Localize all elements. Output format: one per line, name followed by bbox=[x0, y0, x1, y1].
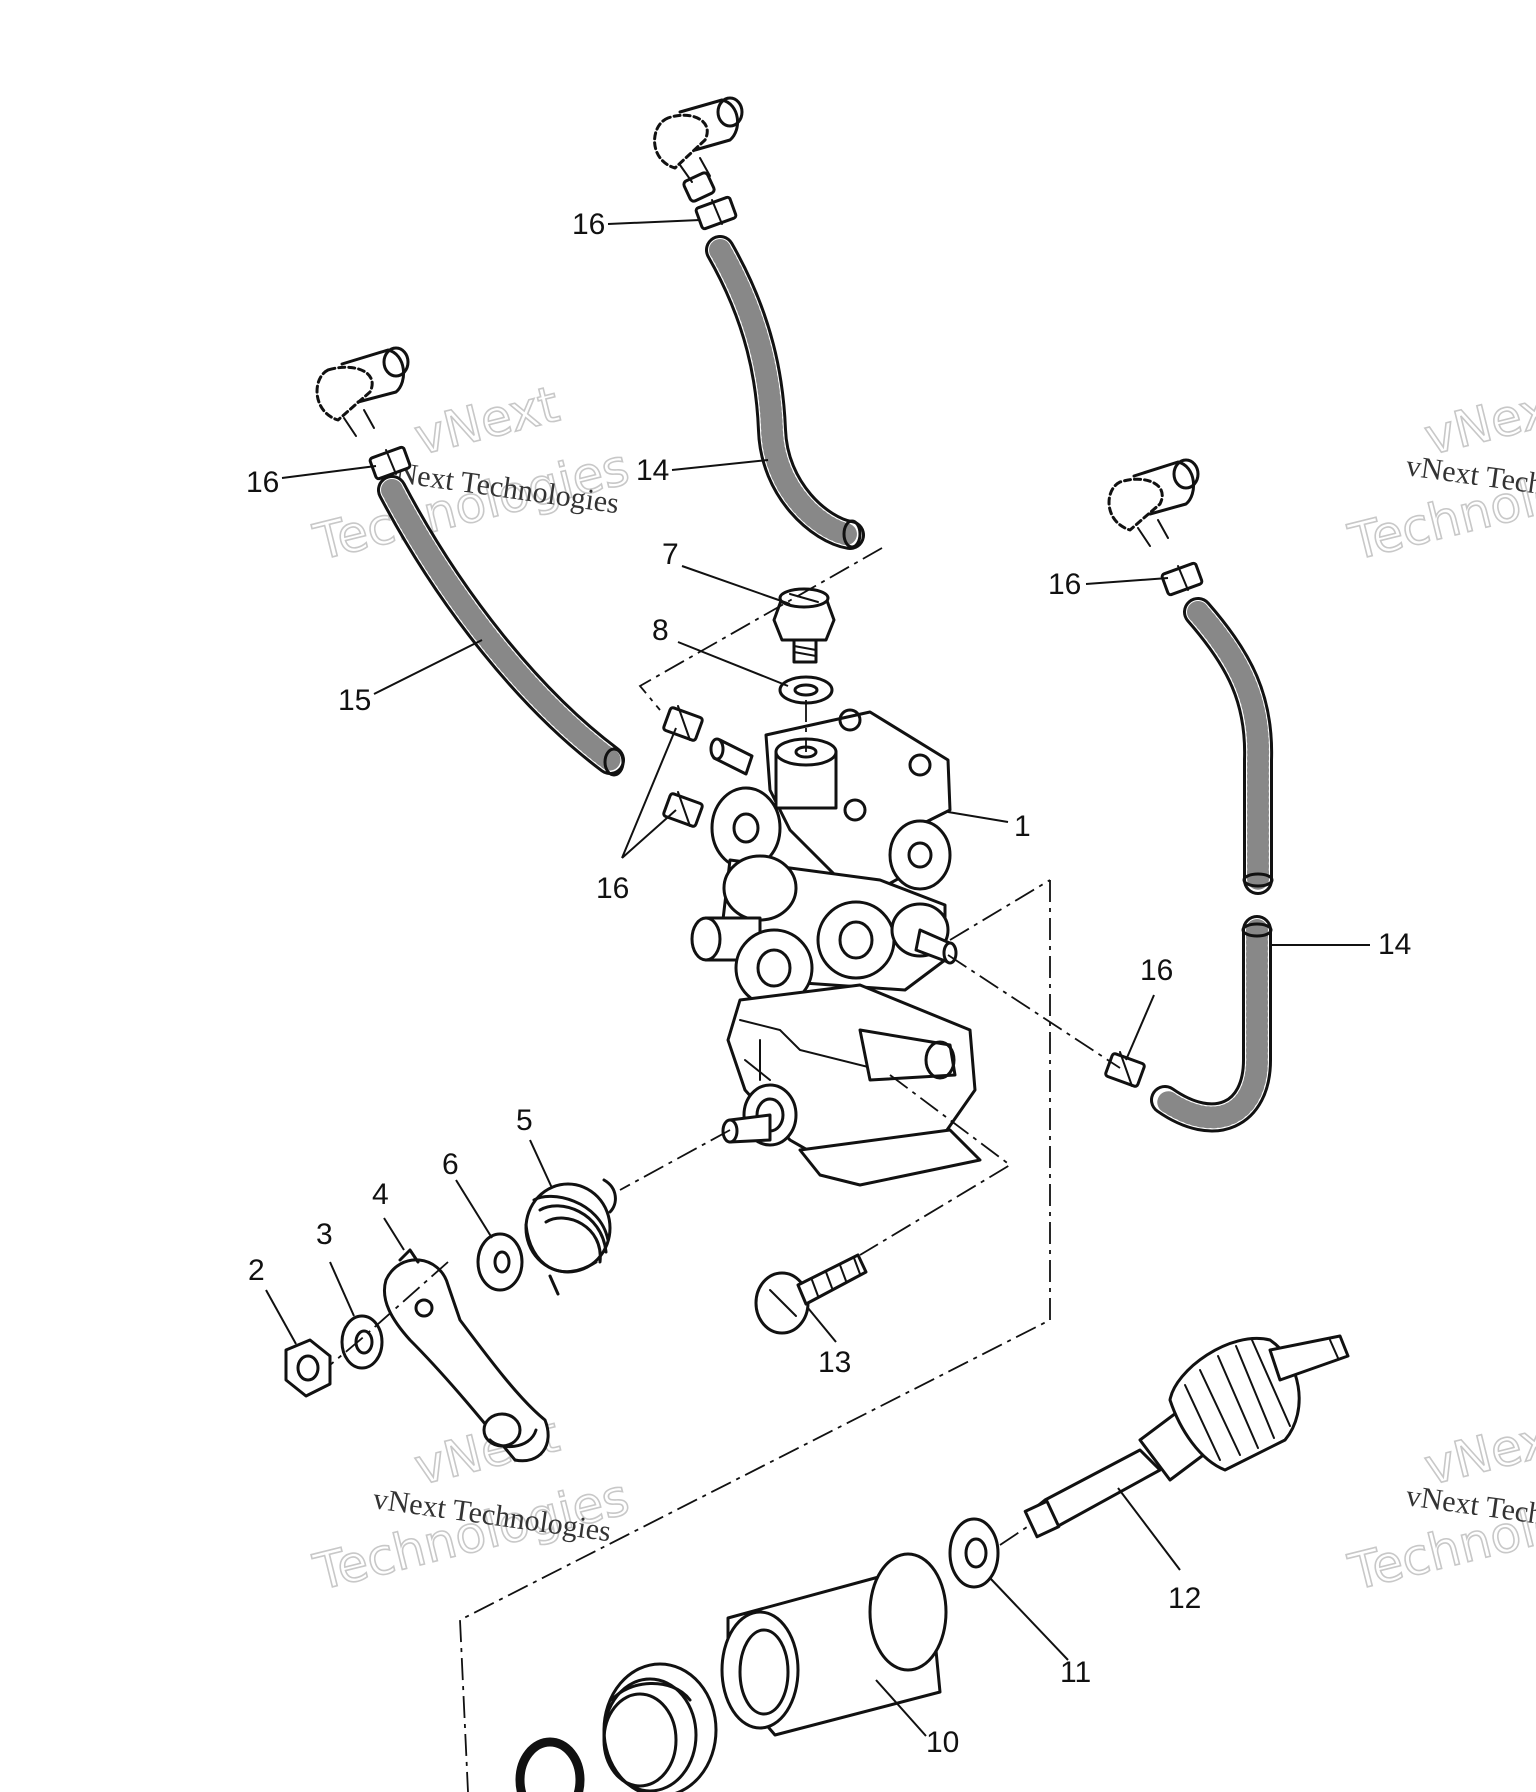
watermark-bottom-right: vNext Technologies vNext Technologies bbox=[1342, 1404, 1536, 1602]
label-5: 5 bbox=[516, 1104, 533, 1137]
label-3: 3 bbox=[316, 1218, 333, 1251]
label-16b: 16 bbox=[246, 466, 279, 499]
centerlines bbox=[329, 547, 1121, 1792]
bolt-13 bbox=[754, 1253, 868, 1335]
spring-lower bbox=[602, 1662, 718, 1792]
hose-14-right-lower bbox=[1150, 915, 1273, 1133]
label-7: 7 bbox=[662, 538, 679, 571]
nut-2 bbox=[284, 1338, 332, 1398]
washer-8 bbox=[778, 675, 834, 705]
hose-14-top bbox=[705, 235, 865, 550]
clamp-16-left bbox=[368, 445, 412, 481]
hose-15 bbox=[377, 475, 625, 777]
washer-3 bbox=[340, 1314, 384, 1370]
label-4: 4 bbox=[372, 1178, 389, 1211]
injector-nozzle-top bbox=[653, 96, 744, 203]
label-8: 8 bbox=[652, 614, 669, 647]
watermark-bottom-left: vNext Technologies vNext Technologies bbox=[307, 1404, 635, 1602]
clamp-16-pump-upper bbox=[662, 705, 704, 742]
lever-4 bbox=[383, 1248, 550, 1463]
label-11: 11 bbox=[1060, 1656, 1091, 1689]
hose-14-right-upper bbox=[1183, 597, 1274, 895]
spring-5 bbox=[524, 1178, 617, 1296]
injector-nozzle-left bbox=[315, 346, 410, 437]
label-16c: 16 bbox=[1048, 568, 1081, 601]
watermark-top-right: vNext Technologies vNext Technologies bbox=[1342, 374, 1536, 572]
svg-text:vNext: vNext bbox=[409, 375, 565, 467]
label-10: 10 bbox=[926, 1726, 959, 1759]
label-16d: 16 bbox=[596, 872, 629, 905]
label-1: 1 bbox=[1014, 810, 1031, 843]
label-2: 2 bbox=[248, 1254, 265, 1287]
bolt-7 bbox=[772, 587, 836, 664]
clamp-16-right bbox=[1160, 561, 1204, 597]
drive-shaft-12 bbox=[1023, 1334, 1350, 1539]
label-16e: 16 bbox=[1140, 954, 1173, 987]
clamp-16-top bbox=[694, 195, 738, 231]
label-14b: 14 bbox=[1378, 928, 1411, 961]
oil-pump-1 bbox=[690, 708, 982, 1187]
label-13: 13 bbox=[818, 1346, 851, 1379]
watermark-top-left: vNext Technologies vNext Technologies bbox=[307, 374, 635, 572]
label-6: 6 bbox=[442, 1148, 459, 1181]
label-16a: 16 bbox=[572, 208, 605, 241]
clamp-16-pump-lower bbox=[662, 791, 704, 828]
label-14a: 14 bbox=[636, 454, 669, 487]
leader-lines bbox=[265, 219, 1370, 1737]
callout-labels: 16 14 16 7 8 15 16 1 16 16 14 5 6 4 3 2 … bbox=[246, 208, 1411, 1759]
clamp-16-lower-right bbox=[1104, 1051, 1146, 1088]
washer-6 bbox=[476, 1232, 524, 1292]
o-ring-lower bbox=[515, 1737, 585, 1792]
label-12: 12 bbox=[1168, 1582, 1201, 1615]
washer-11 bbox=[948, 1517, 1000, 1589]
label-15: 15 bbox=[338, 684, 371, 717]
injector-nozzle-right bbox=[1107, 458, 1200, 547]
sleeve-10 bbox=[720, 1552, 948, 1737]
